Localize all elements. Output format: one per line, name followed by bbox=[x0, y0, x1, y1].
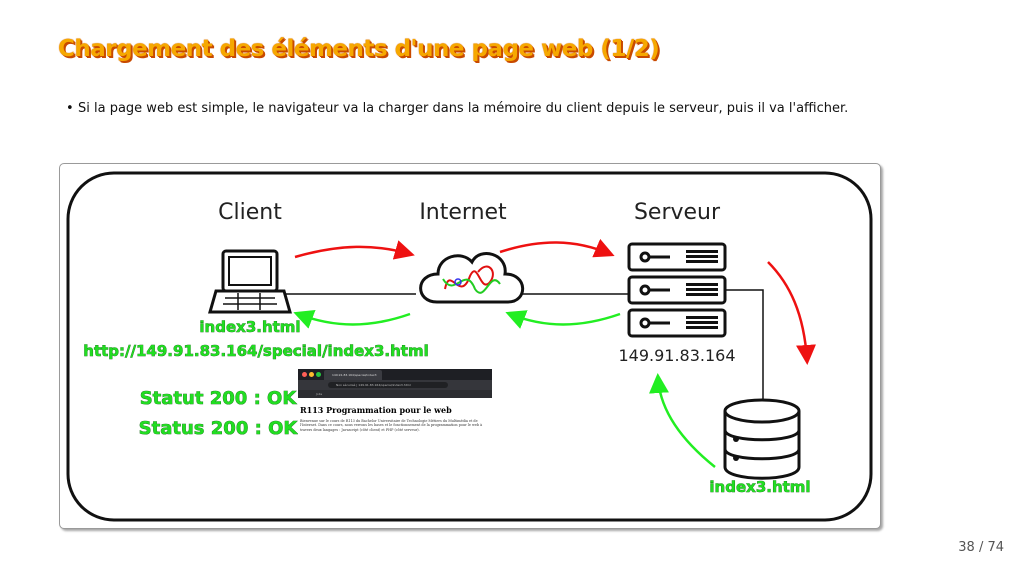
bullet-text: Si la page web est simple, le navigateur… bbox=[78, 101, 849, 116]
network-diagram: Client Internet Serveur bbox=[66, 171, 873, 522]
internet-label: Internet bbox=[419, 200, 507, 225]
bullet-item: • Si la page web est simple, le navigate… bbox=[66, 97, 918, 121]
browser-tab: 149.91.83.164/special/index3 bbox=[324, 370, 382, 380]
maximize-dot-icon bbox=[316, 372, 321, 377]
browser-tab-bar: 149.91.83.164/special/index3 bbox=[298, 369, 492, 380]
minimize-dot-icon bbox=[309, 372, 314, 377]
status-fr-label: Statut 200 : OK bbox=[140, 388, 298, 409]
server-ip-label: 149.91.83.164 bbox=[618, 346, 735, 365]
status-en-label: Status 200 : OK bbox=[139, 418, 299, 439]
database-icon bbox=[723, 398, 801, 480]
server-rack-icon bbox=[627, 242, 727, 338]
diagram-figure: Client Internet Serveur bbox=[59, 163, 881, 529]
request-arrow-server-to-db bbox=[767, 261, 816, 365]
client-label: Client bbox=[218, 200, 282, 225]
request-arrow-client-to-internet bbox=[294, 240, 415, 260]
client-url-label: http://149.91.83.164/special/index3.html bbox=[83, 342, 428, 360]
diagram-frame bbox=[66, 171, 873, 522]
browser-bookmarks: Jobs bbox=[298, 390, 492, 398]
response-arrow-db-to-server bbox=[648, 373, 716, 468]
cloud-icon bbox=[419, 252, 525, 304]
browser-address-bar: Non sécurisé | 149.91.83.164/special/ind… bbox=[298, 380, 492, 390]
network-wires bbox=[285, 289, 764, 402]
response-arrow-internet-to-client bbox=[293, 309, 411, 329]
server-label: Serveur bbox=[634, 200, 721, 225]
laptop-icon bbox=[208, 249, 292, 314]
browser-page-paragraph: Bienvenue sur le cours de R113 du Bachel… bbox=[300, 419, 483, 432]
close-dot-icon bbox=[302, 372, 307, 377]
response-arrow-server-to-internet bbox=[505, 310, 621, 329]
browser-url: Non sécurisé | 149.91.83.164/special/ind… bbox=[328, 382, 448, 388]
db-file-label: index3.html bbox=[709, 478, 810, 496]
slide-title: Chargement des éléments d'une page web (… bbox=[58, 36, 660, 62]
browser-page-heading: R113 Programmation pour le web bbox=[300, 405, 452, 415]
client-file-label: index3.html bbox=[199, 318, 300, 336]
page-number: 38 / 74 bbox=[958, 540, 1004, 555]
browser-screenshot: 149.91.83.164/special/index3 Non sécuris… bbox=[298, 369, 492, 453]
request-arrow-internet-to-server bbox=[499, 238, 615, 258]
bullet-dot-icon: • bbox=[66, 101, 74, 116]
